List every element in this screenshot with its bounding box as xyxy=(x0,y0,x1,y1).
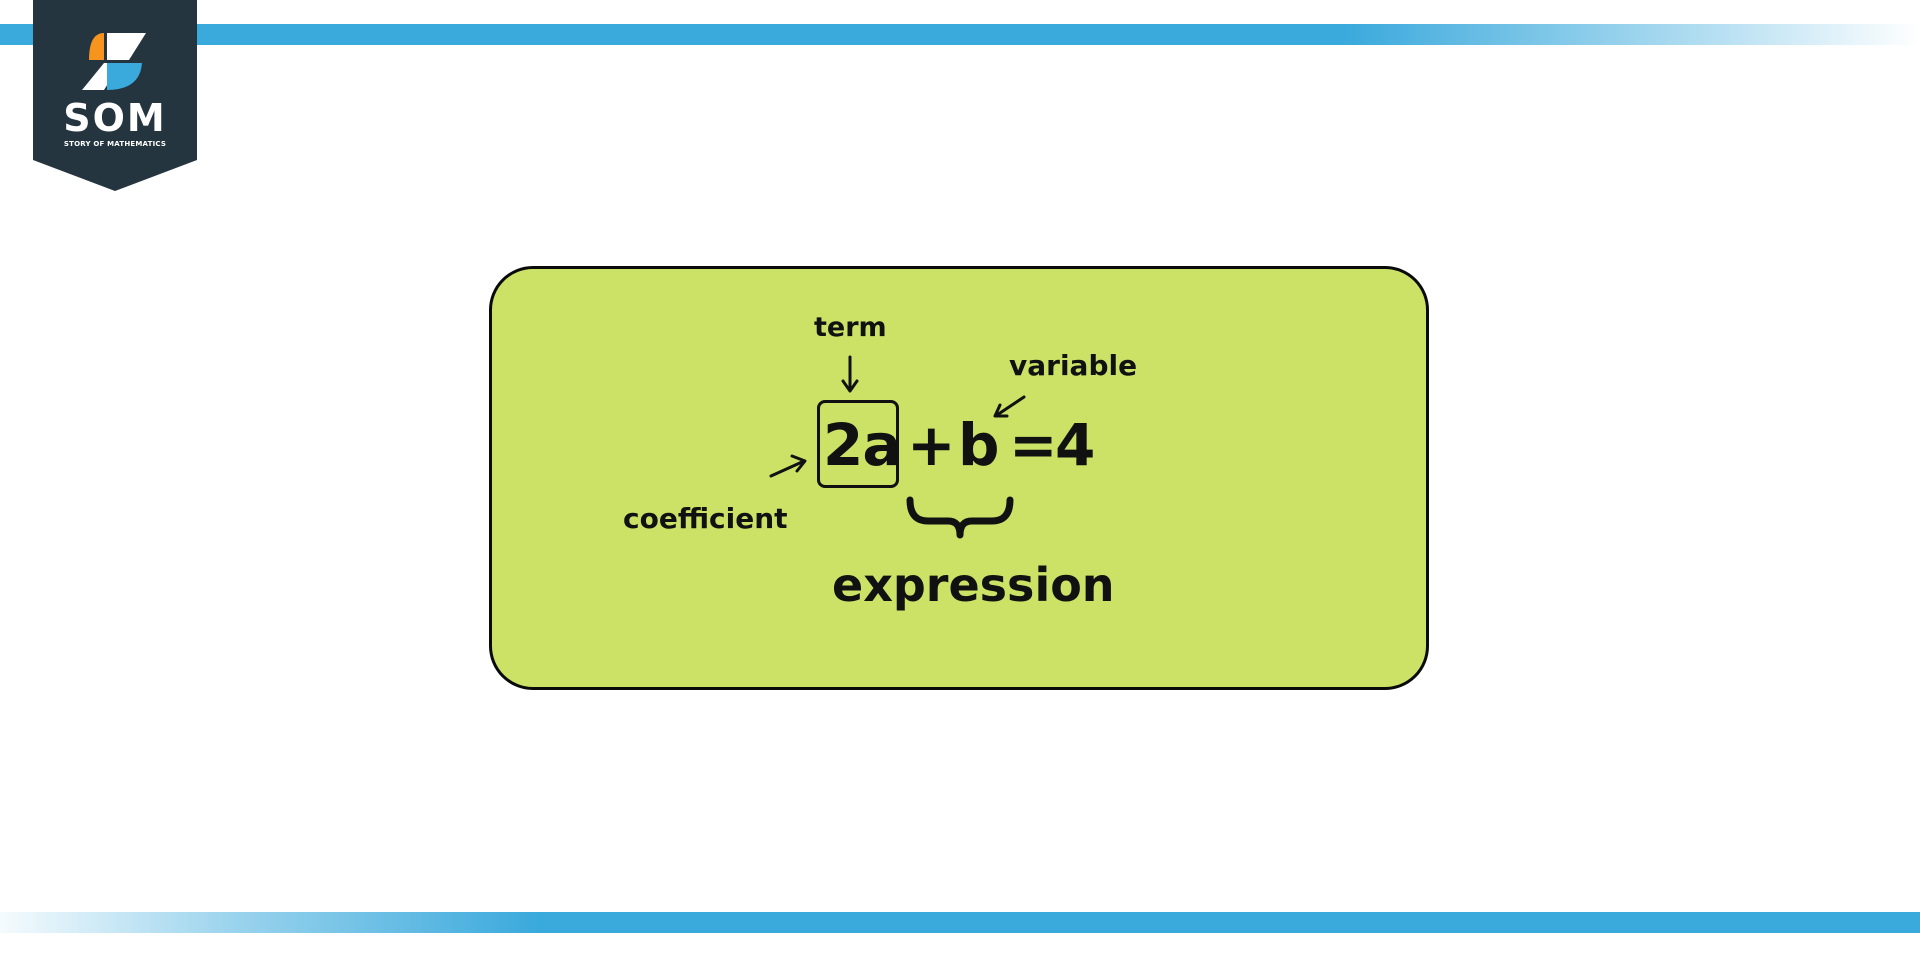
diagram-card xyxy=(489,266,1429,690)
equation-constant: 4 xyxy=(1055,411,1096,479)
logo-badge-shape xyxy=(33,0,197,191)
term-highlight-box xyxy=(817,400,899,488)
top-stripe xyxy=(0,24,1920,45)
logo-white-segment-top xyxy=(107,33,146,60)
coefficient-label: coefficient xyxy=(623,502,788,535)
logo-wordmark: SOM xyxy=(63,96,167,140)
som-logo: SOM STORY OF MATHEMATICS xyxy=(33,0,197,192)
equation-equals-sign: = xyxy=(1009,411,1058,479)
logo-blue-segment xyxy=(107,63,142,90)
logo-badge-background xyxy=(33,0,197,191)
equation-variable: b xyxy=(958,411,1000,479)
term-label: term xyxy=(814,312,887,343)
coefficient-arrow xyxy=(769,454,807,478)
equation-term: 2a xyxy=(823,411,901,479)
logo-orange-segment xyxy=(89,33,104,60)
variable-label: variable xyxy=(1009,349,1138,382)
logo-subtitle: STORY OF MATHEMATICS xyxy=(63,140,167,148)
expression-brace xyxy=(906,496,1014,539)
term-arrow xyxy=(841,355,859,393)
equation-plus-sign: + xyxy=(907,411,956,479)
variable-arrow xyxy=(993,395,1026,418)
bottom-stripe xyxy=(0,912,1920,933)
expression-label: expression xyxy=(832,558,1115,612)
